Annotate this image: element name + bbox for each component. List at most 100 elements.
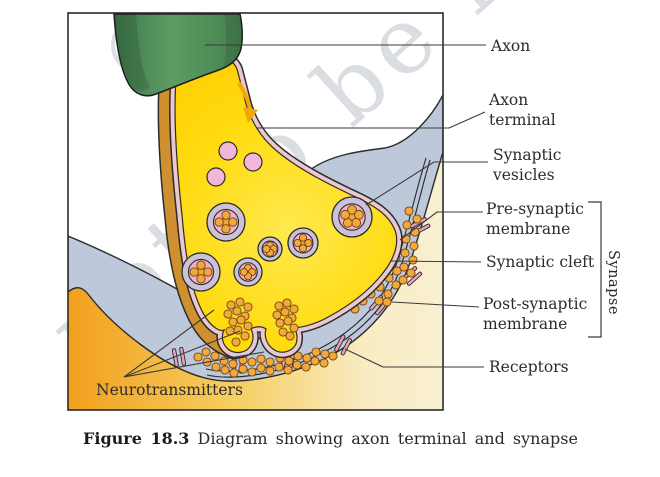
small-vesicle (243, 152, 263, 172)
neurotransmitter-dot (289, 304, 299, 314)
leader-neurotransmitters-1 (123, 309, 215, 378)
neurotransmitter-dot (201, 347, 211, 357)
synapse-bracket (588, 201, 602, 338)
neurotransmitter-dot (229, 368, 239, 378)
small-vesicle (206, 167, 226, 187)
neurotransmitter-dot (262, 244, 271, 254)
neurotransmitter-dot (236, 315, 246, 325)
neurotransmitter-dot (283, 316, 293, 326)
neurotransmitter-dot (283, 365, 293, 375)
neurotransmitter-dot (221, 210, 231, 220)
leader-pre-synaptic (399, 211, 483, 241)
neurotransmitter-dot (310, 356, 320, 366)
neurotransmitter-dot (400, 248, 410, 258)
label-synaptic-cleft: Synaptic cleft (486, 253, 595, 271)
neurotransmitter-dot (340, 209, 351, 220)
label-synaptic-vesicles: Synaptic vesicles (493, 146, 562, 185)
neurotransmitter-dot (292, 360, 302, 370)
neurotransmitter-dot (189, 267, 199, 277)
neurotransmitter-dot (196, 274, 206, 284)
neurotransmitter-dot (256, 354, 266, 364)
neurotransmitter-dot (285, 331, 295, 341)
neurotransmitter-dot (374, 296, 384, 306)
neurotransmitter-dot (193, 352, 203, 362)
receptor-bar (334, 334, 346, 352)
neurotransmitter-dot (311, 347, 321, 357)
neurotransmitter-dot (211, 362, 221, 372)
label-neurotransmitters: Neurotransmitters (96, 381, 243, 399)
neurotransmitter-dot (228, 317, 238, 327)
neurotransmitter-dot (228, 359, 238, 369)
neurotransmitter-dot (280, 307, 290, 317)
neurotransmitter-dot (351, 217, 362, 228)
synaptic-vesicles-group (181, 141, 373, 292)
leader-lines (123, 44, 488, 378)
neurotransmitter-dot (404, 206, 414, 216)
neurotransmitter-dot (412, 214, 422, 224)
neurotransmitter-dot (347, 204, 357, 215)
receptor-bar (340, 338, 352, 356)
receptor-bar (406, 271, 423, 286)
neurotransmitter-dot (196, 260, 206, 270)
label-axon-terminal: Axon terminal (489, 91, 556, 130)
neurotransmitter-dot (203, 267, 213, 277)
neurotransmitter-dot (243, 302, 253, 312)
receptor-bar (179, 347, 187, 366)
neurotransmitter-dot (274, 301, 284, 311)
neurotransmitter-dot (293, 238, 302, 248)
neurotransmitter-dot (247, 367, 257, 377)
receptor-bar (171, 348, 179, 367)
release-arrow-head (243, 107, 258, 123)
label-axon: Axon (491, 37, 531, 55)
neurotransmitter-dot (408, 255, 418, 265)
neurotransmitter-dot (221, 224, 231, 234)
leader-receptors (344, 348, 484, 368)
neurotransmitter-dot (265, 366, 275, 376)
neurotransmitter-dot (239, 267, 248, 277)
neurotransmitter-dot (228, 217, 238, 227)
small-vesicle (218, 141, 238, 161)
neurotransmitter-dot (402, 220, 412, 230)
neurotransmitter-dot (289, 323, 299, 333)
neurotransmitter-dot (274, 362, 284, 372)
neurotransmitter-dot (293, 351, 303, 361)
neurotransmitter-dot (302, 353, 312, 363)
neurotransmitter-dot (243, 321, 253, 331)
label-synapse: Synapse (605, 250, 622, 315)
neurotransmitter-dot (398, 275, 408, 285)
neurotransmitter-dot (298, 244, 308, 253)
neurotransmitter-dot (392, 266, 402, 276)
axon-shade-right (223, 14, 243, 68)
figure-caption-text: Diagram showing axon terminal and synaps… (197, 429, 578, 448)
neurotransmitter-dot (353, 209, 364, 220)
neurotransmitter-dot (284, 356, 294, 366)
leader-axon-terminal (256, 111, 486, 129)
neurotransmitter-dot (382, 297, 392, 307)
neurotransmitter-dot (210, 351, 220, 361)
neurotransmitter-dot (231, 337, 241, 347)
leader-synaptic-cleft (389, 260, 482, 263)
label-post-synaptic-membrane: Post-synaptic membrane (483, 295, 588, 334)
label-pre-synaptic-membrane: Pre-synaptic membrane (486, 200, 584, 239)
neurotransmitter-dot (232, 306, 242, 316)
neurotransmitter-dot (406, 268, 416, 278)
neurotransmitter-dot (235, 297, 245, 307)
neurotransmitter-dot (214, 217, 224, 227)
neurotransmitter-dot (319, 358, 329, 368)
neurotransmitter-dot (304, 238, 313, 248)
neurotransmitter-dot (391, 280, 401, 290)
neurotransmitter-dot (240, 331, 250, 341)
neurotransmitter-dot (238, 364, 248, 374)
neurotransmitter-dot (383, 289, 393, 299)
leader-synaptic-vesicles (365, 161, 488, 206)
neurotransmitter-dot (275, 318, 285, 328)
leader-post-synaptic (391, 301, 480, 308)
neurotransmitter-dot (399, 262, 409, 272)
terminal-outer-band (159, 52, 242, 358)
synaptic-vesicle-core (238, 262, 258, 282)
axon-shape (113, 13, 243, 97)
leader-neurotransmitters-2 (123, 330, 241, 378)
neurotransmitter-dot (301, 362, 311, 372)
